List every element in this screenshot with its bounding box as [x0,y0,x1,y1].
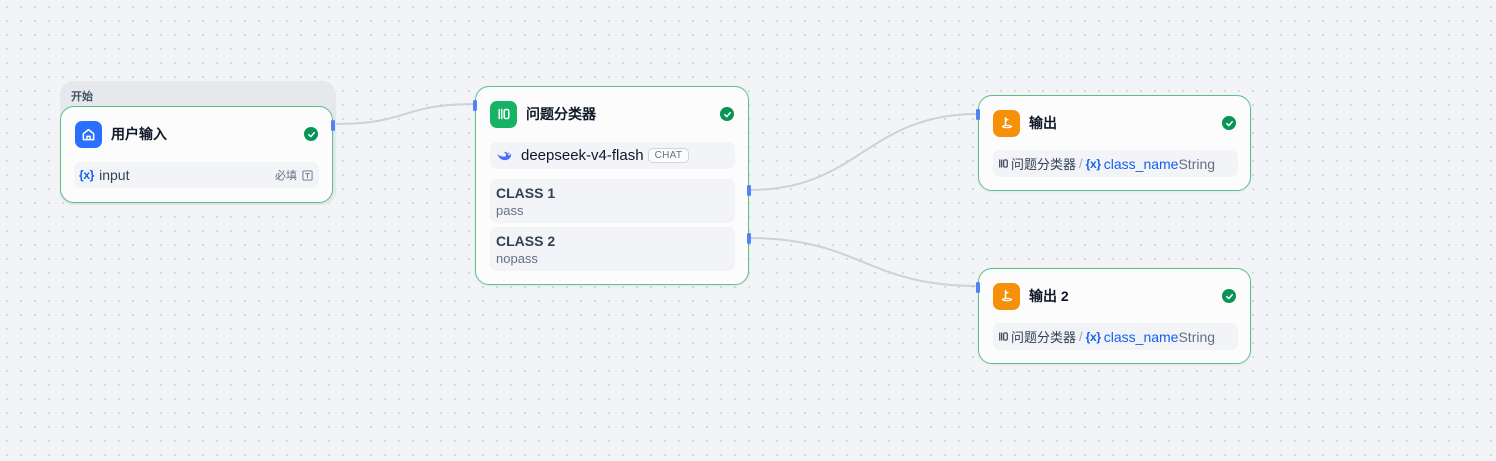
output-node-title: 输出 [1029,115,1057,131]
class-item-name: CLASS 2 [496,232,556,249]
class-item-name: CLASS 1 [496,184,556,201]
user-input-node-title: 用户输入 [111,126,167,142]
question-classifier-icon [998,158,1009,169]
variable-icon: {x} [79,168,95,182]
edge-class1-to-output[interactable] [748,113,979,191]
class-item[interactable]: CLASS 2 nopass [490,227,735,271]
check-circle-icon [1222,289,1236,303]
end-flag-icon [993,109,1020,137]
question-classifier-icon [998,331,1009,342]
classifier-input-handle[interactable] [473,100,477,111]
user-input-output-handle[interactable] [331,120,335,131]
ref-source-node: 问题分类器 [1011,157,1077,172]
ref-var-type: String [1178,328,1216,345]
class-item[interactable]: CLASS 1 pass [490,179,735,223]
edge-class2-to-output2[interactable] [748,237,979,287]
output-input-handle[interactable] [976,109,980,120]
user-input-node-header: 用户输入 [75,120,318,148]
variable-icon: {x} [1085,156,1101,171]
output-variable-ref[interactable]: 问题分类器 / {x} class_name String [993,150,1238,177]
output-node-header: 输出 2 [993,282,1236,310]
class-item-description: pass [496,202,524,218]
model-name: deepseek-v4-flash [521,147,644,164]
model-mode-badge: CHAT [647,148,690,163]
user-input-node[interactable]: 用户输入 {x} input 必填 [60,106,335,203]
start-group-label: 开始 [71,91,93,103]
home-icon [75,120,102,148]
ref-source-node: 问题分类器 [1011,330,1077,345]
deepseek-whale-icon [496,149,513,163]
class-1-output-handle[interactable] [747,185,751,196]
output-variable-ref[interactable]: 问题分类器 / {x} class_name String [993,323,1238,350]
classifier-node-header: 问题分类器 [490,100,734,128]
output-node[interactable]: 输出 2 问题分类器 / {x} class_name String [976,268,1251,364]
input-field-row[interactable]: {x} input 必填 [74,162,319,188]
output-input-handle[interactable] [976,282,980,293]
question-classifier-icon [490,100,517,128]
classifier-node[interactable]: 问题分类器 deepseek-v4-flash CHAT CLASS 1 pas… [473,86,751,285]
ref-var-name: class_name [1103,328,1179,345]
check-circle-icon [1222,116,1236,130]
class-item-description: nopass [496,250,538,266]
text-input-type-icon [302,169,313,181]
edge-start-to-classifier[interactable] [335,103,477,125]
output-node-header: 输出 [993,109,1236,137]
end-flag-icon [993,282,1020,310]
ref-var-type: String [1178,155,1216,172]
classifier-node-title: 问题分类器 [526,106,596,122]
output-node[interactable]: 输出 问题分类器 / {x} class_name String [976,95,1251,191]
class-2-output-handle[interactable] [747,233,751,244]
input-field-name: input [99,167,130,183]
ref-separator: / [1079,329,1083,344]
model-selector[interactable]: deepseek-v4-flash CHAT [490,142,735,169]
ref-var-name: class_name [1103,155,1179,172]
ref-separator: / [1079,156,1083,171]
required-label: 必填 [275,170,297,182]
check-circle-icon [720,107,734,121]
output-node-title: 输出 2 [1029,288,1069,304]
check-circle-icon [304,127,318,141]
variable-icon: {x} [1085,329,1101,344]
